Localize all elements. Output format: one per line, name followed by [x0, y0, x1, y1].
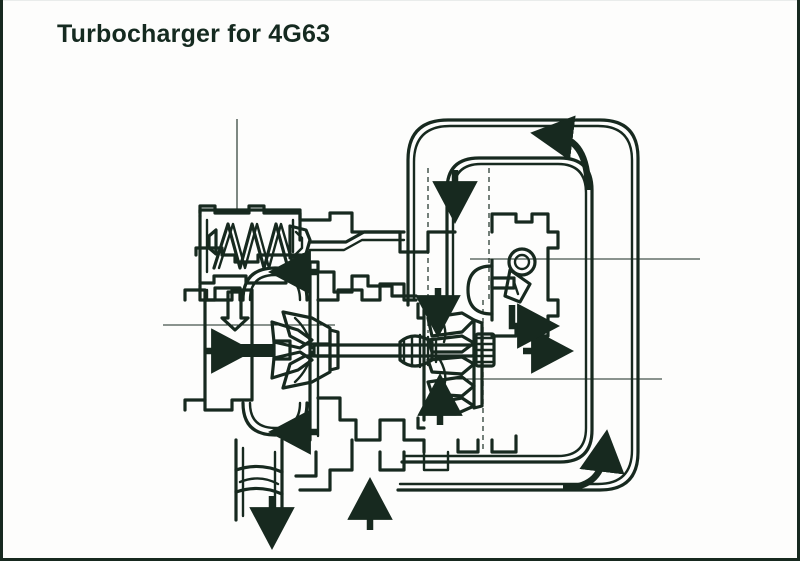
- wastegate-pivot-eye: [507, 247, 537, 277]
- flow-arrows: [204, 115, 625, 551]
- actuator-spring: [212, 222, 294, 270]
- page-title: Turbocharger for 4G63: [57, 20, 331, 48]
- compressor-wheel: [240, 310, 340, 390]
- housing-detail-ribs: [294, 434, 518, 492]
- wastegate-bypass-arrow: [508, 303, 561, 349]
- exhaust-duct-outer: [396, 118, 640, 492]
- actuator-bracket: [198, 283, 250, 332]
- wastegate-actuator: [198, 208, 406, 285]
- compressor-hub-nut: [240, 344, 274, 357]
- exhaust-curve-arrow-top: [530, 115, 592, 191]
- exhaust-duct-inner: [400, 156, 594, 464]
- turbine-seal-ribs: [474, 332, 496, 368]
- exhaust-curve-arrow-bottom: [562, 429, 625, 492]
